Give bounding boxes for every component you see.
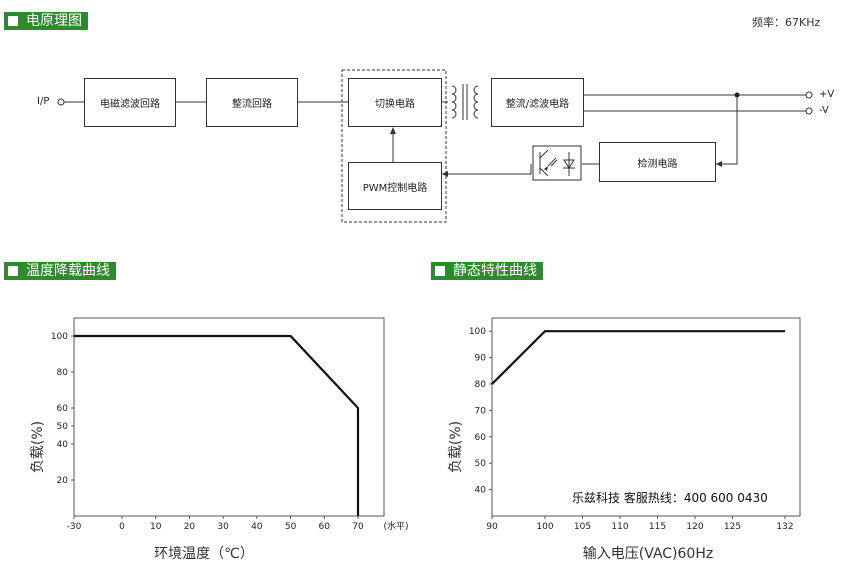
emi-filter-block: 电磁滤波回路 bbox=[84, 78, 176, 127]
section-title-text: 静态特性曲线 bbox=[453, 263, 537, 279]
y-tick-label: 40 bbox=[475, 486, 487, 496]
y-tick-label: 20 bbox=[57, 476, 69, 486]
y-tick-label: 50 bbox=[475, 459, 487, 469]
output-positive-label: +V bbox=[819, 89, 835, 100]
y-tick-label: 40 bbox=[57, 440, 69, 450]
x-tick-label: 70 bbox=[352, 522, 364, 532]
x-tick-label: 132 bbox=[776, 522, 793, 532]
x-axis-label: 输入电压(VAC)60Hz bbox=[583, 546, 713, 562]
y-tick-label: 80 bbox=[57, 368, 69, 378]
switching-group-border bbox=[341, 69, 447, 223]
x-tick-label: 100 bbox=[536, 522, 553, 532]
y-tick-label: 60 bbox=[475, 433, 487, 443]
series-line bbox=[491, 330, 785, 385]
y-tick-label: 60 bbox=[57, 404, 69, 414]
input-label: I/P bbox=[37, 96, 50, 107]
x-axis-label: 环境温度（℃） bbox=[154, 546, 254, 562]
frequency-label: 频率：67KHz bbox=[752, 16, 821, 29]
y-tick-label: 80 bbox=[475, 380, 487, 390]
rectifier-block: 整流回路 bbox=[206, 78, 298, 127]
plot-frame bbox=[491, 317, 801, 517]
detection-block: 检测电路 bbox=[599, 142, 716, 182]
x-tick-label: 40 bbox=[251, 522, 263, 532]
optocoupler-icon bbox=[532, 145, 582, 181]
x-tick-label: 105 bbox=[574, 522, 591, 532]
section-square-icon bbox=[435, 266, 445, 276]
section-title-derating: 温度降载曲线 bbox=[4, 262, 116, 280]
x-tick-label: 90 bbox=[486, 522, 498, 532]
rect-filter-block: 整流/滤波电路 bbox=[491, 78, 584, 127]
section-title-text: 电原理图 bbox=[26, 13, 82, 29]
x-tick-label: 60 bbox=[319, 522, 331, 532]
section-square-icon bbox=[8, 16, 18, 26]
x-tick-label: 50 bbox=[285, 522, 297, 532]
section-title-principle: 电原理图 bbox=[4, 12, 88, 30]
transformer-icon bbox=[442, 84, 479, 120]
plot-frame bbox=[73, 317, 385, 517]
y-tick-label: 50 bbox=[57, 422, 69, 432]
x-tick-label: 10 bbox=[150, 522, 162, 532]
series-line bbox=[74, 334, 360, 516]
pwm-block: PWM控制电路 bbox=[348, 162, 442, 210]
y-tick-label: 90 bbox=[475, 354, 487, 364]
x-tick-label: -30 bbox=[67, 522, 82, 532]
x-unit-label: (水平) bbox=[383, 520, 408, 532]
x-tick-label: 115 bbox=[649, 522, 666, 532]
y-tick-label: 100 bbox=[469, 327, 486, 337]
y-axis-label: 负载(%) bbox=[30, 421, 46, 473]
section-title-static: 静态特性曲线 bbox=[431, 262, 543, 280]
x-tick-label: 30 bbox=[217, 522, 229, 532]
section-title-text: 温度降载曲线 bbox=[26, 263, 110, 279]
section-square-icon bbox=[8, 266, 18, 276]
y-tick-label: 70 bbox=[475, 406, 487, 416]
y-tick-label: 100 bbox=[51, 332, 68, 342]
x-tick-label: 0 bbox=[119, 522, 125, 532]
y-axis-label: 负载(%) bbox=[448, 421, 464, 473]
x-tick-label: 120 bbox=[686, 522, 703, 532]
output-negative-terminal-icon bbox=[805, 107, 813, 115]
x-tick-label: 20 bbox=[184, 522, 196, 532]
x-tick-label: 110 bbox=[611, 522, 628, 532]
hotline-text: 乐兹科技 客服热线：400 600 0430 bbox=[572, 491, 768, 505]
switching-block: 切换电路 bbox=[348, 78, 442, 127]
x-tick-label: 125 bbox=[724, 522, 741, 532]
output-negative-label: -V bbox=[819, 105, 829, 116]
output-positive-terminal-icon bbox=[805, 91, 813, 99]
